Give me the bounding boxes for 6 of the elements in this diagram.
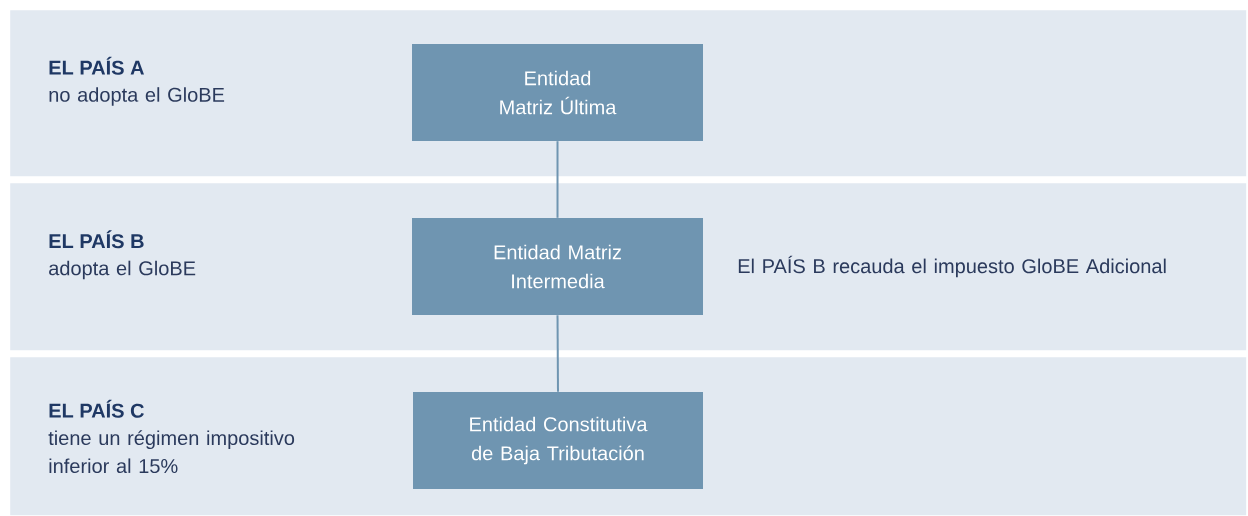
entity-box: Entidad Matriz Última — [412, 44, 703, 141]
note-text: El PAÍS B recauda el impuesto GloBE Adicional — [738, 255, 1166, 278]
entity-box: Entidad Matriz Intermedia — [412, 218, 703, 315]
connector-line — [556, 314, 559, 393]
connector-line — [556, 140, 559, 219]
entity-box: Entidad Constitutiva de Baja Tributación — [413, 392, 703, 489]
